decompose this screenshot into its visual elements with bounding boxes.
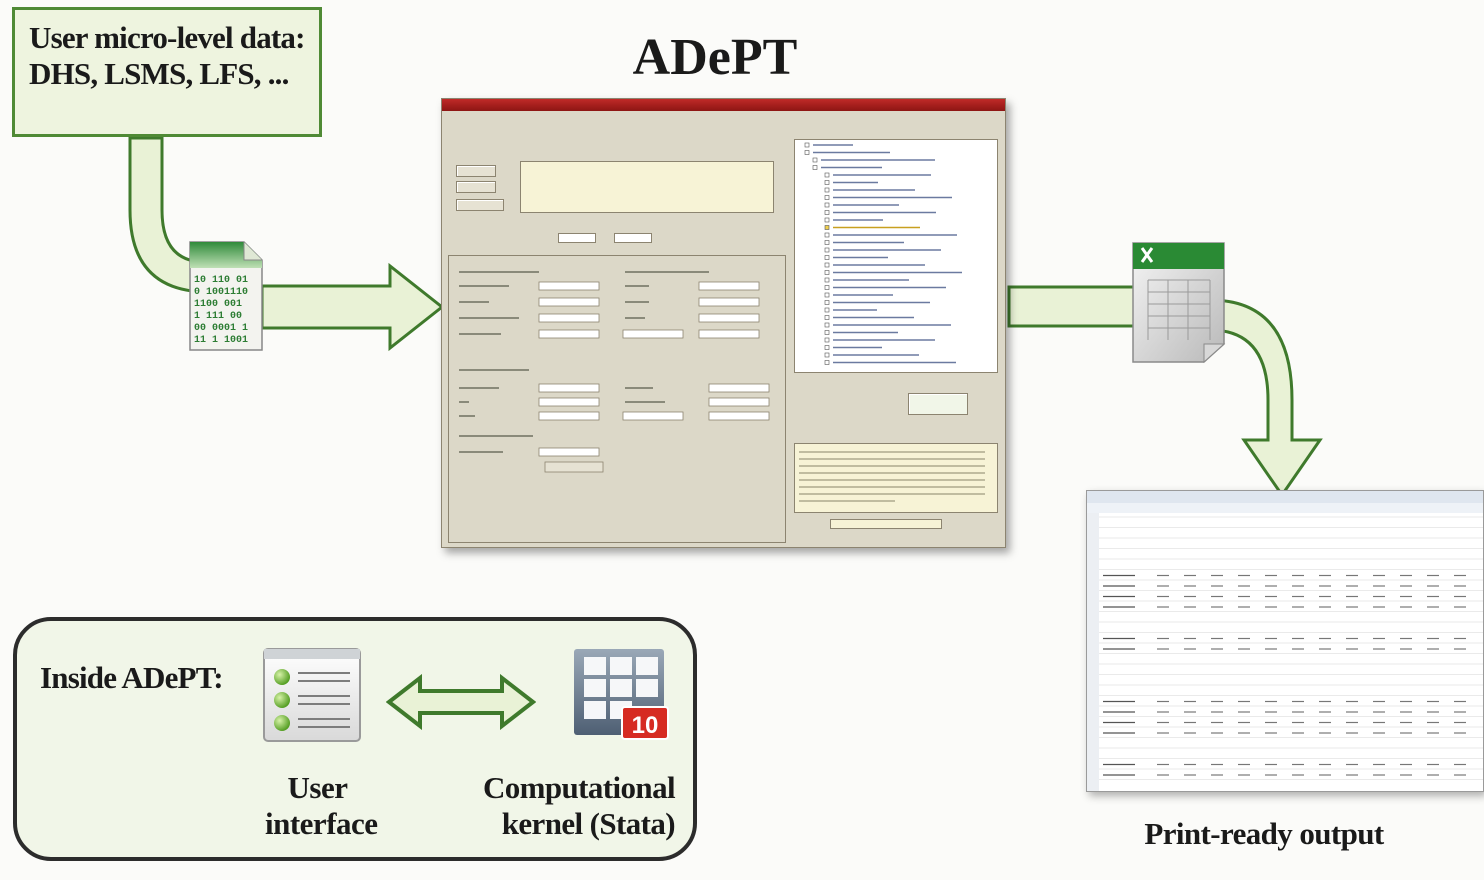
app-clear-button	[456, 199, 504, 211]
tree-checkbox	[824, 315, 830, 320]
app-table-tree-lines	[804, 142, 962, 365]
tree-checkbox	[824, 360, 830, 365]
tree-checkbox	[824, 180, 830, 185]
spreadsheet-output-window	[1086, 490, 1484, 792]
inside-adept-label: Inside ADePT:	[40, 660, 224, 695]
tree-checkbox	[824, 187, 830, 193]
app-table-tree-panel	[790, 125, 1001, 543]
app-year-field-2	[614, 233, 652, 243]
input-data-label: User micro-level data: DHS, LSMS, LFS, .…	[29, 20, 305, 91]
app-to-spreadsheet-arrow	[1007, 285, 1137, 328]
app-menubar	[442, 111, 1005, 122]
tree-checkbox	[824, 352, 830, 358]
computational-kernel-icon: 10	[574, 649, 669, 740]
kernel-badge-text: 10	[632, 712, 659, 739]
data-file-glyph-line: 10 110 01	[194, 275, 248, 286]
spreadsheet-to-output-arrow	[1208, 298, 1323, 498]
app-dataset-list	[520, 161, 774, 213]
data-file-glyph-line: 1100 001	[194, 299, 242, 310]
tree-checkbox	[824, 225, 830, 230]
tree-checkbox	[824, 270, 830, 275]
app-variables-form	[459, 271, 770, 473]
app-table-tree	[794, 139, 998, 373]
output-caption: Print-ready output	[1144, 816, 1384, 851]
input-data-box: User micro-level data: DHS, LSMS, LFS, .…	[12, 7, 322, 137]
data-file-glyph-line: 1 111 00	[194, 311, 242, 322]
tree-checkbox	[824, 337, 830, 343]
tree-checkbox	[824, 307, 830, 313]
tree-checkbox	[812, 157, 818, 163]
app-titlebar	[442, 99, 1005, 111]
tree-checkbox	[824, 322, 830, 328]
tree-checkbox	[824, 195, 830, 200]
adept-app-window	[441, 98, 1006, 548]
tree-checkbox	[824, 255, 830, 260]
spreadsheet-grid	[1087, 491, 1483, 791]
app-condition-field	[830, 519, 942, 529]
app-generate-button	[908, 393, 968, 415]
app-add-button	[456, 165, 496, 177]
app-description-pane	[794, 443, 998, 513]
app-description-lines	[799, 451, 985, 502]
tree-checkbox	[824, 292, 830, 298]
data-file-glyph-line: 00 0001 1	[194, 323, 248, 334]
tree-checkbox	[812, 165, 818, 170]
tree-checkbox	[824, 277, 830, 283]
tree-checkbox	[804, 150, 810, 155]
app-remove-button	[456, 181, 496, 193]
tree-checkbox	[824, 247, 830, 253]
app-settings-panel	[446, 125, 786, 543]
tree-checkbox	[824, 262, 830, 268]
user-interface-icon	[263, 648, 361, 742]
file-to-app-arrow	[260, 262, 445, 352]
tree-checkbox	[824, 240, 830, 245]
diagram-title: ADePT	[632, 29, 798, 86]
app-year-field	[558, 233, 596, 243]
tree-checkbox	[824, 232, 830, 238]
data-file-glyph-line: 11 1 1001	[194, 335, 248, 346]
data-file-glyph-line: 0 1001110	[194, 287, 248, 298]
double-arrow-icon	[386, 674, 536, 730]
tree-checkbox	[824, 345, 830, 350]
tree-checkbox	[824, 172, 830, 178]
tree-checkbox	[824, 285, 830, 290]
spreadsheet-file-icon	[1132, 242, 1226, 364]
tree-checkbox	[824, 300, 830, 305]
computational-kernel-caption: Computational kernel (Stata)	[482, 770, 676, 841]
tree-checkbox	[824, 330, 830, 335]
tree-checkbox	[824, 210, 830, 215]
tree-checkbox	[824, 217, 830, 223]
user-interface-caption: User interface	[265, 770, 378, 841]
tree-checkbox	[804, 142, 810, 148]
tree-checkbox	[824, 202, 830, 208]
app-variables-tab	[448, 255, 786, 543]
